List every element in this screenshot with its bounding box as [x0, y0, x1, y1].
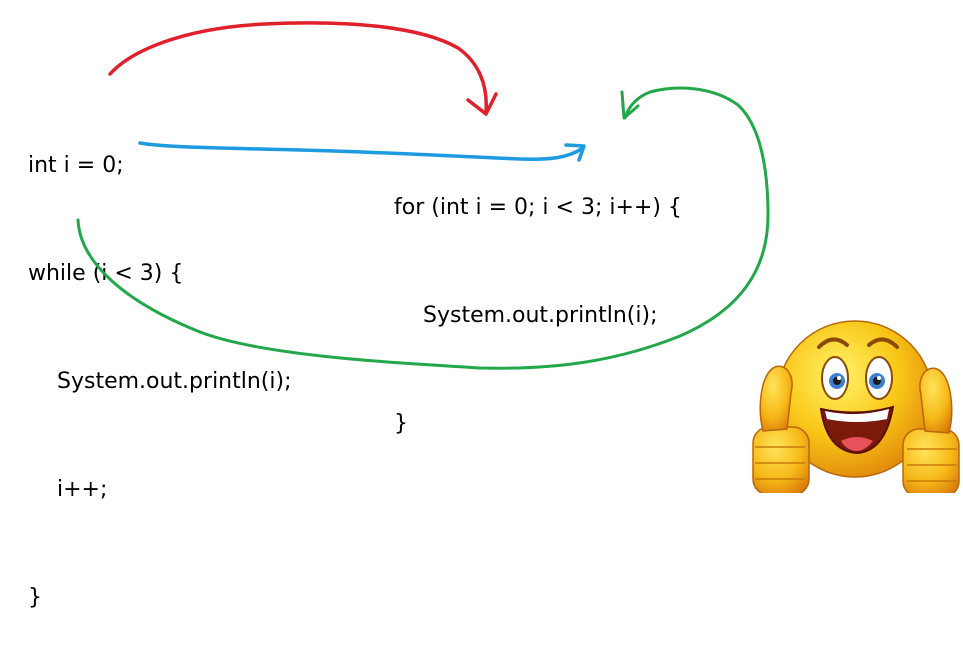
condition-arrow-curve	[138, 141, 585, 161]
code-line-for: for (int i = 0; i < 3; i++) {	[394, 195, 682, 220]
for-loop-code: for (int i = 0; i < 3; i++) { System.out…	[394, 118, 682, 478]
condition-arrow	[138, 141, 586, 162]
code-line-print: System.out.println(i);	[423, 303, 658, 328]
thumbs-up-smiley-icon	[752, 320, 960, 493]
init-arrow-curve	[108, 21, 488, 114]
increment-arrow-curve	[76, 86, 770, 370]
condition-arrow-head	[564, 143, 586, 162]
arrow-overlay	[76, 21, 960, 493]
code-line-init: int i = 0;	[28, 153, 124, 178]
increment-arrow	[76, 86, 770, 370]
code-line-print: System.out.println(i);	[57, 369, 292, 394]
code-line-while: while (i < 3) {	[28, 261, 184, 286]
code-line-close-brace: }	[394, 411, 408, 436]
increment-arrow-head	[620, 90, 640, 120]
code-line-close-brace: }	[28, 585, 42, 610]
init-arrow-head	[466, 92, 498, 116]
init-arrow	[108, 21, 498, 116]
